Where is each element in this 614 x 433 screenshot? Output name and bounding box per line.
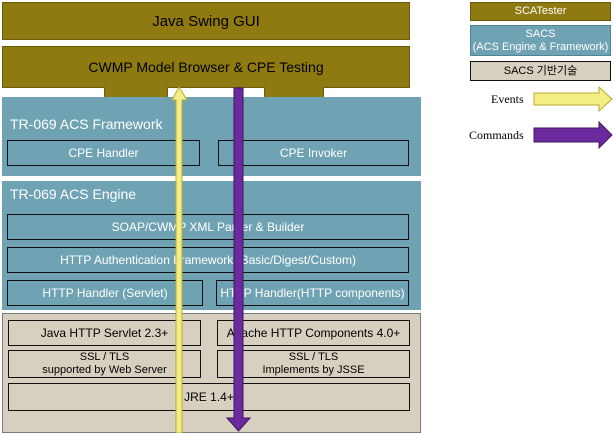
legend-commands-arrow — [533, 121, 613, 149]
legend-scatester: SCATester — [470, 2, 611, 21]
ssl-webserver-line2: supported by Web Server — [42, 364, 167, 376]
java-swing-gui-label: Java Swing GUI — [152, 12, 260, 30]
legend-sacs-base: SACS 기반기술 — [470, 61, 611, 81]
legend-sacs-line2: (ACS Engine & Framework) — [472, 40, 609, 53]
legend-events-label: Events — [491, 92, 524, 106]
ssl-webserver-line1: SSL / TLS — [79, 351, 130, 363]
ssl-jsse-line2: Implements by JSSE — [262, 364, 365, 376]
legend-events-arrow — [533, 86, 613, 112]
legend-commands-label: Commands — [469, 128, 524, 142]
http-handler-servlet-box: HTTP Handler (Servlet) — [7, 280, 203, 306]
http-auth-box: HTTP Authentication Framework (Basic/Dig… — [7, 247, 409, 273]
cpe-handler-box: CPE Handler — [7, 140, 200, 166]
http-handler-components-box: HTTP Handler(HTTP components) — [216, 280, 409, 306]
ssl-webserver-box: SSL / TLS supported by Web Server — [8, 350, 201, 378]
acs-engine-title: TR-069 ACS Engine — [10, 186, 137, 202]
ssl-jsse-box: SSL / TLS Implements by JSSE — [217, 350, 410, 378]
legend-sacs-line1: SACS — [525, 27, 556, 40]
soap-parser-box: SOAP/CWMP XML Parser & Builder — [7, 214, 409, 240]
legend-scatester-label: SCATester — [514, 5, 567, 17]
legend-sacs: SACS (ACS Engine & Framework) — [470, 25, 611, 56]
base-technology-layer: Java HTTP Servlet 2.3+ Apache HTTP Compo… — [2, 313, 421, 433]
jre-box: JRE 1.4+ — [8, 383, 410, 411]
ssl-jsse-line1: SSL / TLS — [288, 351, 339, 363]
acs-engine-layer: TR-069 ACS Engine SOAP/CWMP XML Parser &… — [2, 181, 421, 310]
java-servlet-box: Java HTTP Servlet 2.3+ — [8, 320, 201, 346]
cwmp-label: CWMP Model Browser & CPE Testing — [88, 59, 324, 75]
cpe-invoker-box: CPE Invoker — [218, 140, 409, 166]
legend-sacs-base-label: SACS 기반기술 — [503, 64, 578, 77]
cwmp-block: CWMP Model Browser & CPE Testing — [2, 46, 410, 88]
apache-components-box: Apache HTTP Components 4.0+ — [217, 320, 410, 346]
java-swing-gui-block: Java Swing GUI — [2, 2, 410, 40]
acs-framework-title: TR-069 ACS Framework — [10, 116, 163, 132]
acs-framework-layer: TR-069 ACS Framework CPE Handler CPE Inv… — [2, 97, 421, 176]
